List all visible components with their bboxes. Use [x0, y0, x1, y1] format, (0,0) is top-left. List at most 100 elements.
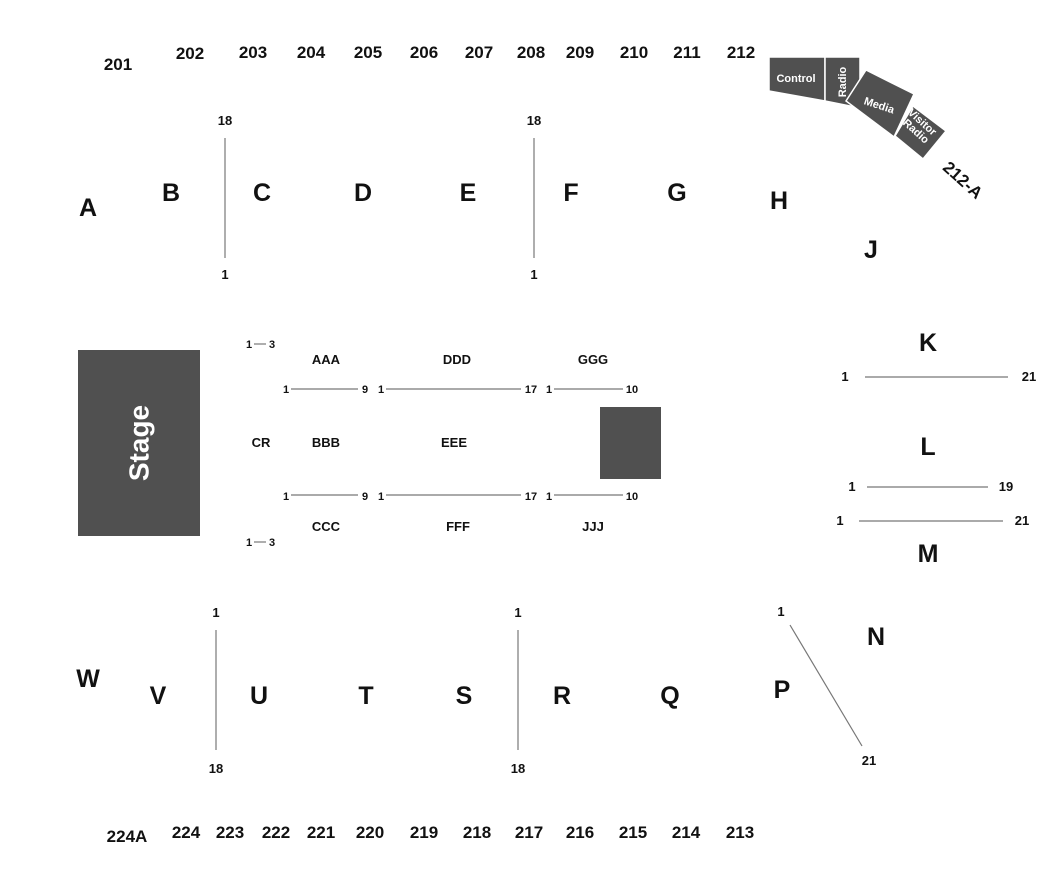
floor-section-a[interactable]: A	[79, 194, 97, 222]
visitor-radio-booth[interactable]	[894, 104, 948, 161]
section-224a[interactable]: 224A	[107, 827, 148, 846]
jjj-seat-start: 1	[546, 491, 552, 503]
section-222[interactable]: 222	[262, 823, 290, 842]
floor-sections-right: K 1 21 L 1 19 1 21 M N	[836, 329, 1036, 651]
fff-seat-start: 1	[378, 491, 384, 503]
section-216[interactable]: 216	[566, 823, 594, 842]
section-207[interactable]: 207	[465, 43, 493, 62]
floor-section-g[interactable]: G	[667, 179, 686, 207]
floor-section-k[interactable]: K	[919, 329, 937, 357]
section-218[interactable]: 218	[463, 823, 491, 842]
floor-section-p[interactable]: P	[774, 676, 791, 704]
radio-booth-label: Radio	[837, 66, 849, 97]
l-seat-start: 1	[848, 479, 855, 494]
floor-section-f[interactable]: F	[563, 179, 578, 207]
section-204[interactable]: 204	[297, 43, 326, 62]
row-ccc[interactable]: CCC	[312, 519, 341, 534]
aisle-ef-seat-bottom: 1	[530, 267, 537, 282]
aisle-ef-seat-top: 18	[527, 113, 541, 128]
m-seat-end: 21	[1015, 513, 1029, 528]
row-bbb[interactable]: BBB	[312, 435, 340, 450]
cr-bottom-seat-start: 1	[246, 537, 252, 549]
jjj-seat-end: 10	[626, 491, 638, 503]
floor-section-q[interactable]: Q	[660, 682, 679, 710]
floor-section-u[interactable]: U	[250, 682, 268, 710]
media-booth[interactable]	[844, 69, 915, 139]
aaa-seat-end: 9	[362, 384, 368, 396]
section-217[interactable]: 217	[515, 823, 543, 842]
ggg-seat-end: 10	[626, 384, 638, 396]
floor-section-e[interactable]: E	[460, 179, 477, 207]
row-ggg[interactable]: GGG	[578, 352, 608, 367]
aisle-sr-seat-top: 1	[514, 605, 521, 620]
k-seat-start: 1	[841, 369, 848, 384]
section-209[interactable]: 209	[566, 43, 594, 62]
cr-bottom-seat-end: 3	[269, 537, 275, 549]
row-fff[interactable]: FFF	[446, 519, 470, 534]
section-220[interactable]: 220	[356, 823, 384, 842]
aisle-vu-seat-bottom: 18	[209, 761, 223, 776]
floor-section-c[interactable]: C	[253, 179, 271, 207]
ddd-seat-end: 17	[525, 384, 537, 396]
floor-section-l[interactable]: L	[920, 433, 935, 461]
top-aisles: 18 1 18 1	[218, 113, 541, 282]
section-212a[interactable]: 212-A	[939, 158, 986, 203]
pit-area: 1 3 AAA DDD GGG 1 9 1 17 1 10 CR BBB EEE…	[246, 339, 661, 549]
section-212[interactable]: 212	[727, 43, 755, 62]
row-jjj[interactable]: JJJ	[582, 519, 604, 534]
floor-section-h[interactable]: H	[770, 187, 788, 215]
floor-section-r[interactable]: R	[553, 682, 571, 710]
bottom-aisles: 1 18 1 18	[209, 605, 525, 776]
section-213[interactable]: 213	[726, 823, 754, 842]
l-seat-end: 19	[999, 479, 1013, 494]
k-seat-end: 21	[1022, 369, 1036, 384]
section-201[interactable]: 201	[104, 55, 132, 74]
section-202[interactable]: 202	[176, 44, 204, 63]
aisle-sr-seat-bottom: 18	[511, 761, 525, 776]
row-aaa[interactable]: AAA	[312, 352, 341, 367]
m-seat-start: 1	[836, 513, 843, 528]
floor-section-n[interactable]: N	[867, 623, 885, 651]
floor-section-s[interactable]: S	[456, 682, 473, 710]
cr-top-seat-start: 1	[246, 339, 252, 351]
floor-sections-bottom: W V U T S R Q P 1 21	[76, 604, 876, 768]
section-208[interactable]: 208	[517, 43, 545, 62]
floor-section-w[interactable]: W	[76, 665, 100, 693]
stage: Stage	[78, 350, 200, 536]
floor-section-v[interactable]: V	[150, 682, 167, 710]
section-215[interactable]: 215	[619, 823, 647, 842]
row-ddd[interactable]: DDD	[443, 352, 471, 367]
ccc-seat-start: 1	[283, 491, 289, 503]
section-214[interactable]: 214	[672, 823, 701, 842]
section-210[interactable]: 210	[620, 43, 648, 62]
ccc-seat-end: 9	[362, 491, 368, 503]
p-seat-end: 21	[862, 753, 876, 768]
floor-section-d[interactable]: D	[354, 179, 372, 207]
section-205[interactable]: 205	[354, 43, 382, 62]
row-eee[interactable]: EEE	[441, 435, 467, 450]
aisle-vu-seat-top: 1	[212, 605, 219, 620]
floor-section-m[interactable]: M	[918, 540, 939, 568]
fff-seat-end: 17	[525, 491, 537, 503]
floor-obstruction-block	[600, 407, 661, 479]
floor-section-b[interactable]: B	[162, 179, 180, 207]
section-223[interactable]: 223	[216, 823, 244, 842]
p-seat-start: 1	[777, 604, 784, 619]
aisle-bc-seat-bottom: 1	[221, 267, 228, 282]
ddd-seat-start: 1	[378, 384, 384, 396]
section-203[interactable]: 203	[239, 43, 267, 62]
section-219[interactable]: 219	[410, 823, 438, 842]
booths: Control Radio Media Visitor Radio 212-A	[768, 56, 986, 203]
floor-section-t[interactable]: T	[358, 682, 373, 710]
section-211[interactable]: 211	[673, 43, 700, 62]
row-cr[interactable]: CR	[252, 435, 271, 450]
stage-label: Stage	[123, 405, 154, 481]
aisle-bc-seat-top: 18	[218, 113, 232, 128]
p-row-line	[789, 624, 863, 747]
section-221[interactable]: 221	[307, 823, 335, 842]
section-224[interactable]: 224	[172, 823, 201, 842]
floor-section-j[interactable]: J	[864, 236, 878, 264]
ggg-seat-start: 1	[546, 384, 552, 396]
section-206[interactable]: 206	[410, 43, 438, 62]
